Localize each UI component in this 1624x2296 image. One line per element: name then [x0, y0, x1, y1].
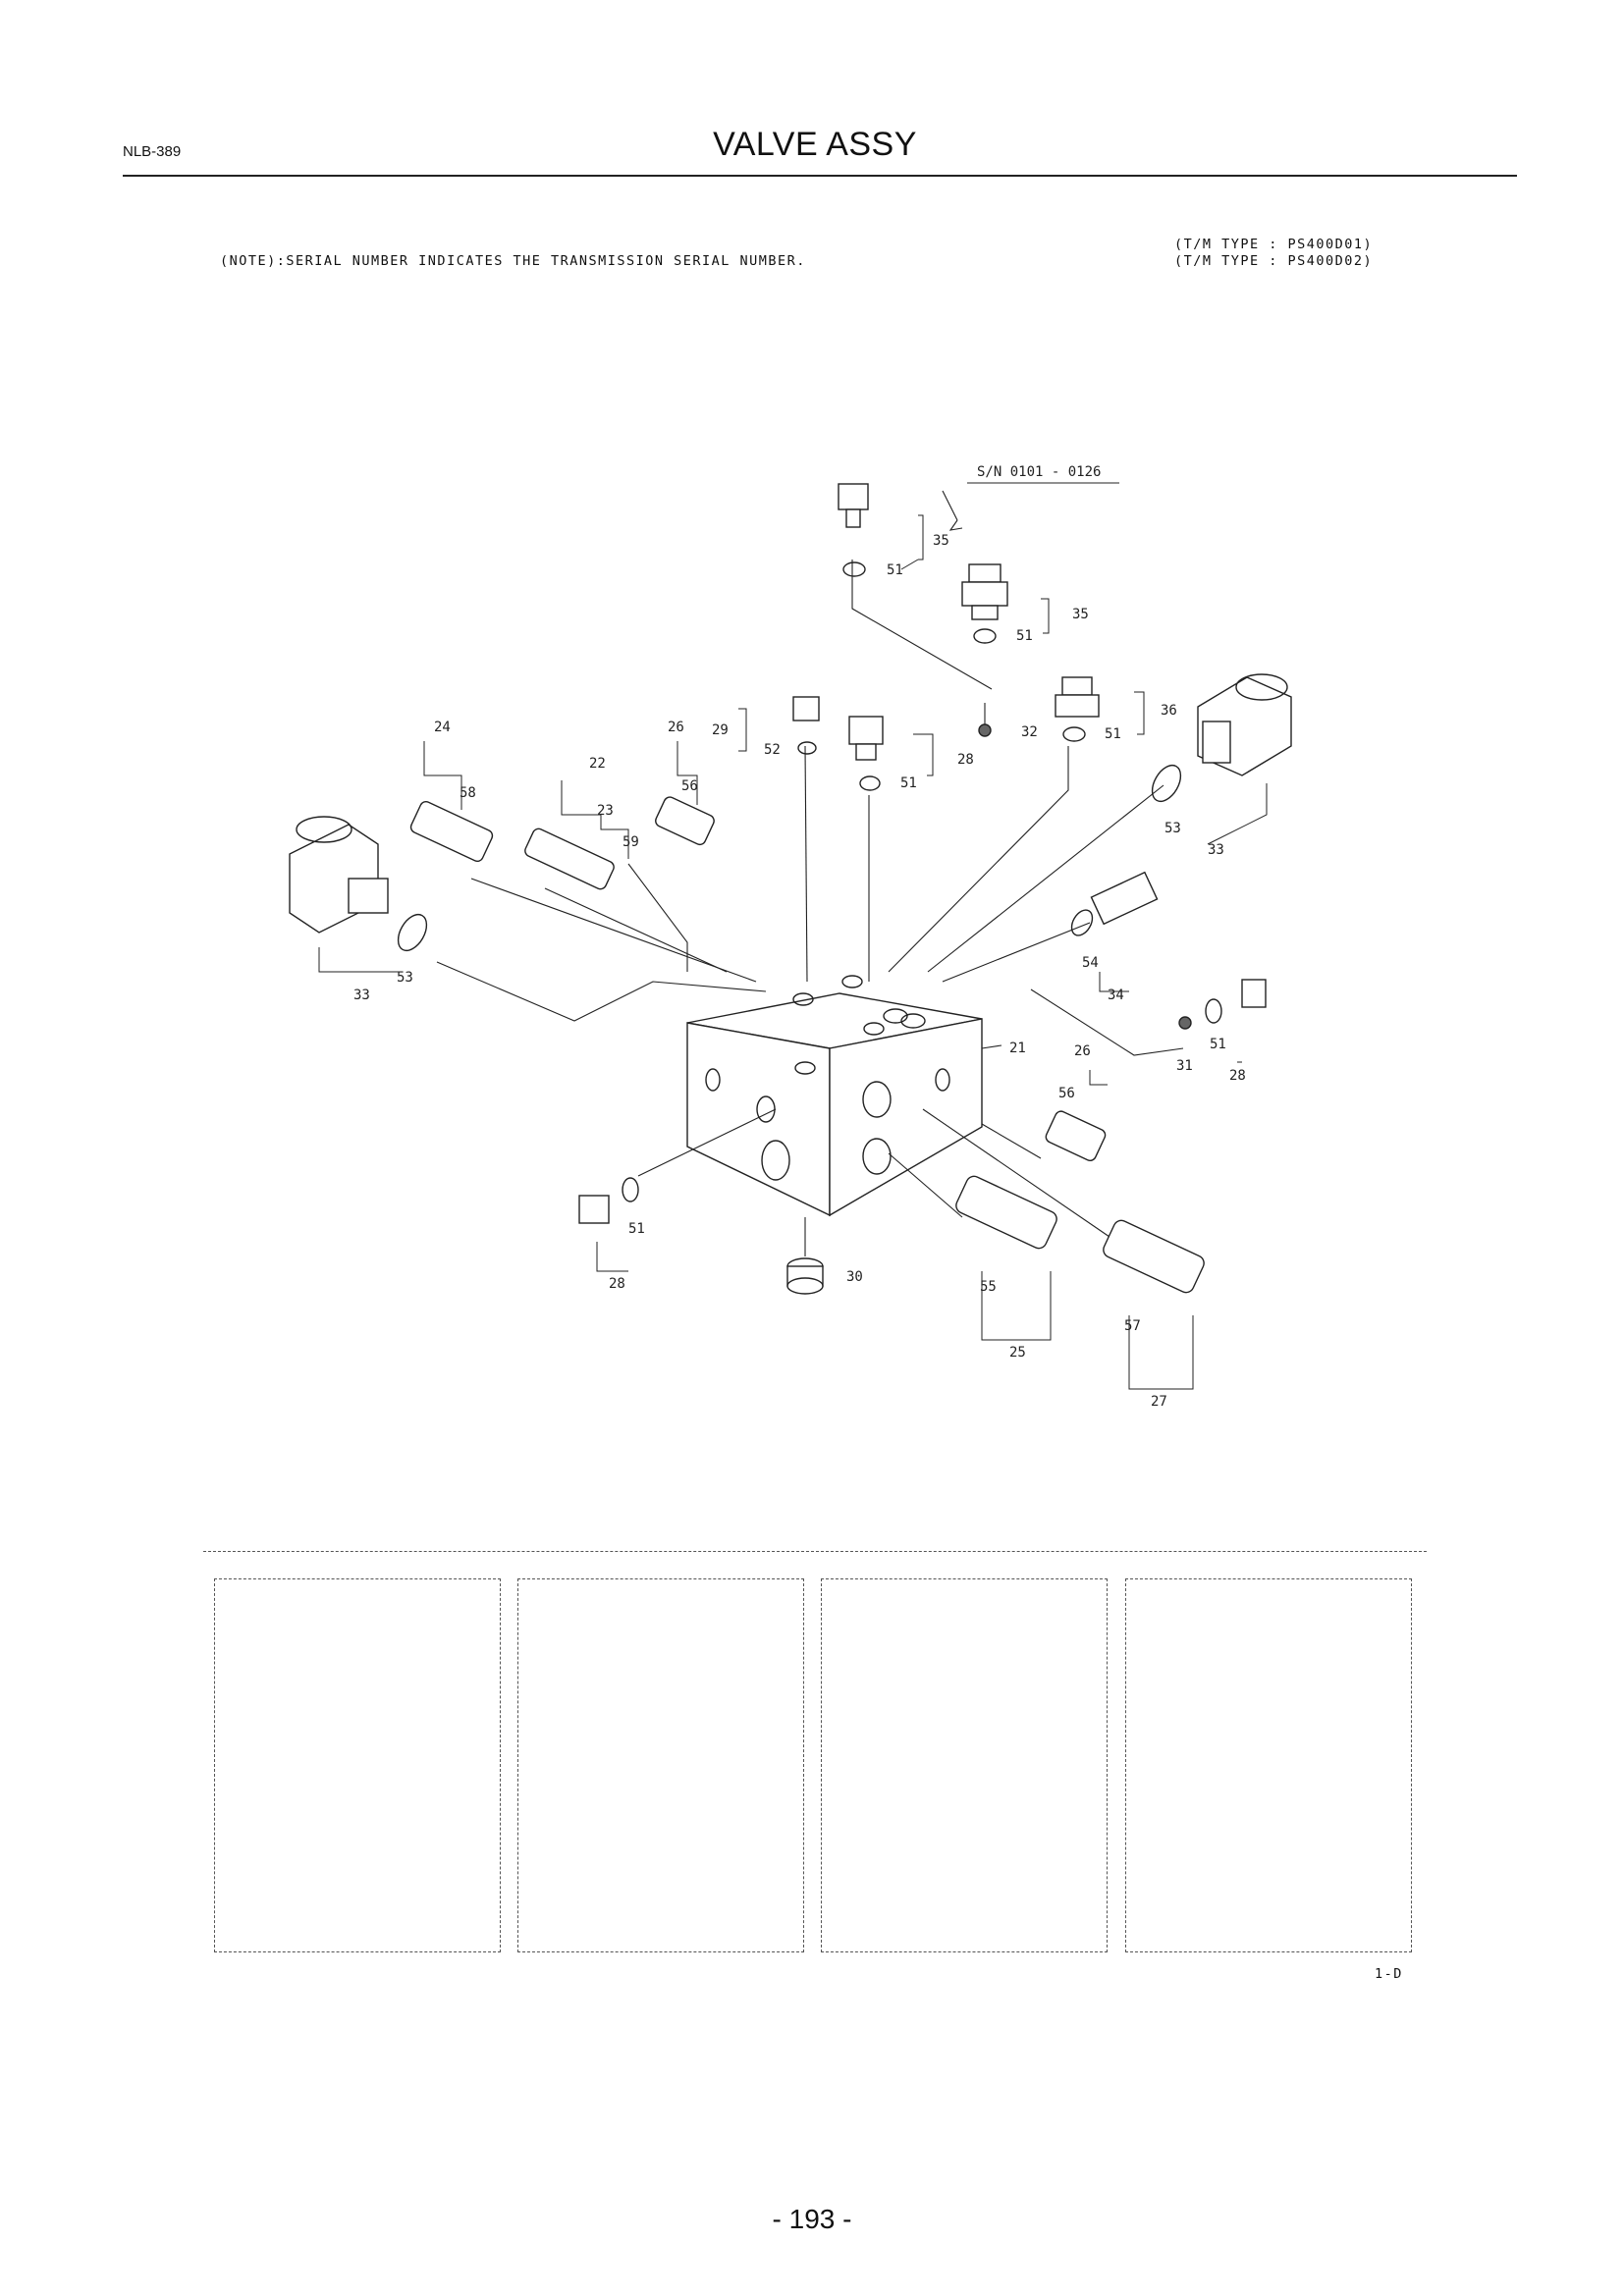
page-number: - 193 -: [772, 2204, 852, 2234]
callout-24: 24: [434, 720, 451, 735]
tm-type-1: (T/M TYPE : PS400D01): [1174, 237, 1374, 252]
callout-26: 26: [668, 720, 684, 735]
callout-36: 36: [1161, 703, 1177, 719]
leader-lines: [436, 490, 1184, 1256]
callout-52: 52: [764, 742, 781, 758]
callout-26: 26: [1074, 1043, 1091, 1059]
callout-55: 55: [980, 1279, 997, 1295]
serial-range-label: S/N 0101 - 0126: [977, 464, 1101, 480]
callout-33: 33: [353, 988, 370, 1003]
section-divider: [203, 1551, 1427, 1552]
callout-51: 51: [900, 775, 917, 791]
callout-28: 28: [609, 1276, 625, 1292]
callout-51: 51: [887, 562, 903, 578]
callout-28: 28: [1229, 1068, 1246, 1084]
callout-23: 23: [597, 803, 614, 819]
callout-54: 54: [1082, 955, 1099, 971]
callout-53: 53: [1164, 821, 1181, 836]
callout-30: 30: [846, 1269, 863, 1285]
callout-57: 57: [1124, 1318, 1141, 1334]
part-list-box-1: [214, 1578, 501, 1952]
callout-31: 31: [1176, 1058, 1193, 1074]
callout-33: 33: [1208, 842, 1224, 858]
callout-27: 27: [1151, 1394, 1167, 1410]
title-divider: [123, 175, 1517, 177]
part-list-box-2: [517, 1578, 804, 1952]
callout-56: 56: [1058, 1086, 1075, 1101]
figure-code: 1-D: [1375, 1966, 1403, 1982]
callout-59: 59: [623, 834, 639, 850]
callout-28: 28: [957, 752, 974, 768]
valve-block: [686, 975, 983, 1217]
callout-35: 35: [933, 533, 949, 549]
callout-brackets: [318, 514, 1268, 1390]
callout-25: 25: [1009, 1345, 1026, 1361]
callout-51: 51: [1016, 628, 1033, 644]
callout-34: 34: [1108, 988, 1124, 1003]
callout-56: 56: [681, 778, 698, 794]
callout-51: 51: [1105, 726, 1121, 742]
callout-21: 21: [1009, 1041, 1026, 1056]
page-title: VALVE ASSY: [713, 126, 917, 163]
callout-51: 51: [628, 1221, 645, 1237]
callout-53: 53: [397, 970, 413, 986]
serial-note: (NOTE):SERIAL NUMBER INDICATES THE TRANS…: [220, 253, 806, 269]
callout-labels: 35 51 35 51 36 51 32 29 52 28 51 24 58 2…: [353, 533, 1246, 1410]
callout-35: 35: [1072, 607, 1089, 622]
callout-51: 51: [1210, 1037, 1226, 1052]
parts: [289, 483, 1292, 1295]
part-list-box-4: [1125, 1578, 1412, 1952]
part-list-box-3: [821, 1578, 1108, 1952]
valve-assembly-diagram: S/N 0101 - 0126 35 51 35 51 36 51 32 29 …: [289, 464, 1292, 1410]
callout-58: 58: [460, 785, 476, 801]
callout-22: 22: [589, 756, 606, 772]
callout-29: 29: [712, 722, 729, 738]
callout-32: 32: [1021, 724, 1038, 740]
tm-type-2: (T/M TYPE : PS400D02): [1174, 253, 1374, 269]
document-code: NLB-389: [123, 143, 182, 160]
